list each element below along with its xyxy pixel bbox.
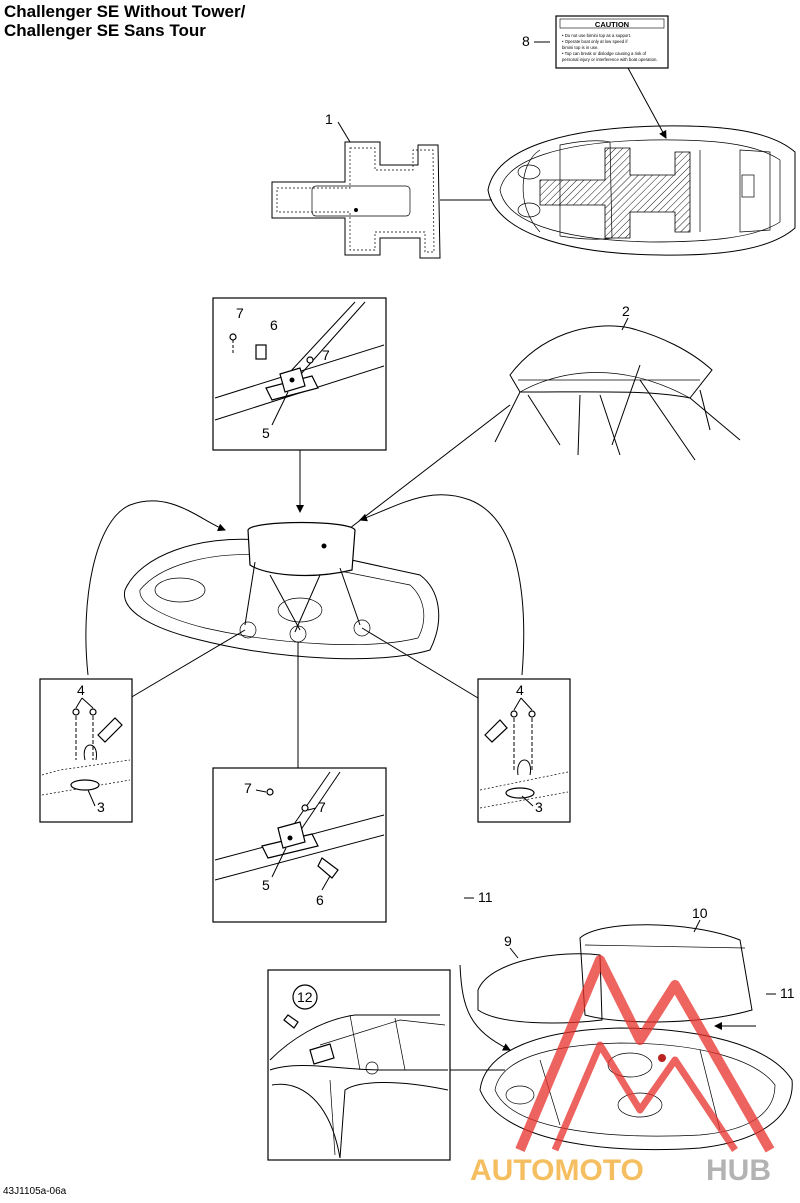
callout-12: 12 — [297, 989, 313, 1005]
bracket-assembly-top — [214, 301, 385, 421]
fastener-assembly-right — [479, 710, 569, 809]
callout-3-right: 3 — [535, 799, 543, 815]
watermark-logo: AUTOMOTO HUB — [470, 955, 775, 1187]
callout-5-bottom: 5 — [262, 877, 270, 893]
callout-11-left: 11 — [478, 889, 493, 905]
callout-6-top: 6 — [270, 317, 278, 333]
deck-cover-part-1 — [271, 141, 441, 259]
title-line-1: Challenger SE Without Tower/ — [4, 2, 246, 21]
watermark-text-accent: HUB — [706, 1154, 771, 1187]
callout-9: 9 — [504, 933, 512, 949]
caution-line-4: • Top can break or dislodge causing a ri… — [562, 51, 647, 56]
callout-5-top: 5 — [262, 425, 270, 441]
caution-line-1: • Do not use bimini top as a support. — [562, 33, 631, 38]
caution-heading: CAUTION — [595, 20, 629, 29]
callout-3-left: 3 — [97, 799, 105, 815]
callout-7-top-left: 7 — [236, 305, 244, 321]
inset-fastener-left — [39, 678, 133, 823]
screw-detail-assembly — [269, 984, 449, 1159]
callout-7-bottom-left: 7 — [244, 780, 252, 796]
caution-label: CAUTION • Do not use bimini top as a sup… — [555, 15, 669, 69]
fastener-assembly-left — [41, 708, 131, 796]
drawing-code: 43J1105a-06a — [3, 1186, 67, 1197]
boat-perspective-view — [123, 521, 440, 660]
callout-10: 10 — [692, 905, 708, 921]
bimini-top-part-2 — [494, 325, 741, 461]
watermark-text-main: AUTOMOTO — [470, 1154, 644, 1187]
callout-7-top-right: 7 — [322, 347, 330, 363]
boat-top-view — [487, 125, 796, 256]
page-title: Challenger SE Without Tower/ Challenger … — [4, 2, 245, 40]
callout-7-bottom-right: 7 — [318, 799, 326, 815]
bracket-assembly-bottom — [214, 771, 385, 881]
callout-4-left: 4 — [77, 682, 85, 698]
callout-2: 2 — [622, 303, 630, 319]
caution-line-2: • Operate boat only at low speed if — [562, 39, 628, 44]
cover-part-9 — [477, 953, 603, 1024]
cover-part-10 — [579, 924, 753, 1023]
callout-8: 8 — [522, 33, 530, 49]
callout-1: 1 — [325, 111, 333, 127]
callout-11-right: 11 — [780, 985, 795, 1001]
callout-4-right: 4 — [516, 682, 524, 698]
title-line-2: Challenger SE Sans Tour — [4, 21, 206, 40]
caution-line-5: personal injury or interference with boa… — [562, 57, 658, 62]
inset-fastener-right — [477, 678, 571, 823]
caution-line-3: bimini top is in use. — [562, 45, 599, 50]
callout-6-bottom: 6 — [316, 892, 324, 908]
